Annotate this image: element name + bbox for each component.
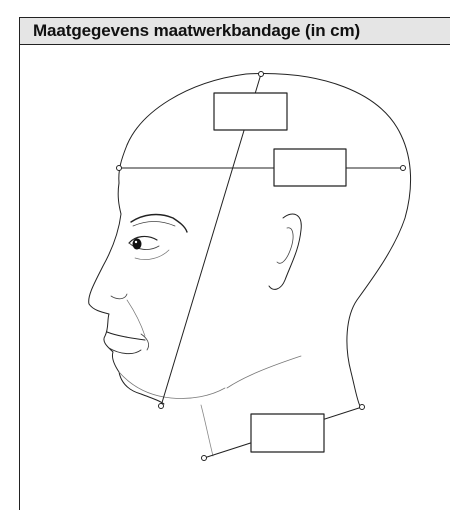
neck-measurement-field[interactable] — [251, 414, 324, 452]
eye-highlight — [135, 241, 137, 243]
face-profile — [89, 183, 164, 404]
panel-header: Maatgegevens maatwerkbandage (in cm) — [20, 17, 450, 45]
mouth-corner — [141, 334, 149, 350]
eye-bag — [135, 250, 169, 260]
jaw-line — [119, 372, 225, 399]
panel-title: Maatgegevens maatwerkbandage (in cm) — [33, 21, 360, 41]
eye-iris — [133, 239, 142, 250]
ear-inner — [277, 228, 293, 263]
neck-left-point — [202, 456, 207, 461]
circumference-measurement-field[interactable] — [274, 149, 346, 186]
skull-back — [119, 145, 127, 183]
mouth-upper-lip — [107, 332, 145, 340]
neck-front — [201, 405, 213, 456]
mouth-lower-lip — [109, 348, 141, 354]
diagonal-top-point — [259, 72, 264, 77]
neck-right-point — [360, 405, 365, 410]
diagonal-measurement-field[interactable] — [214, 93, 287, 130]
diagonal-chin-point — [159, 404, 164, 409]
eyebrow-lower — [133, 222, 175, 227]
measurement-panel: Maatgegevens maatwerkbandage (in cm) — [19, 17, 450, 510]
circumference-right-point — [401, 166, 406, 171]
ear-outer — [269, 214, 301, 289]
neck-back-curve — [227, 356, 301, 388]
nose-wing — [111, 294, 127, 299]
eyebrow — [131, 215, 187, 232]
circumference-left-point — [117, 166, 122, 171]
head-measurement-diagram — [20, 45, 450, 510]
nasolabial-fold — [127, 300, 145, 336]
